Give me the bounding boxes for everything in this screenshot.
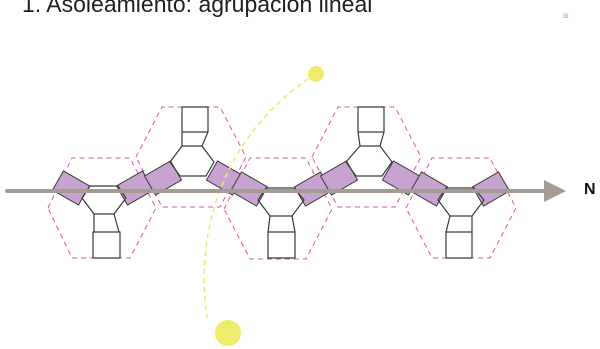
wall-line bbox=[267, 215, 271, 233]
sun-icon bbox=[308, 66, 324, 82]
square-wing bbox=[92, 231, 121, 259]
corner-mark-icon: ⊞ bbox=[563, 12, 569, 20]
wall-line bbox=[113, 213, 120, 233]
hex-plots bbox=[47, 106, 517, 260]
building bbox=[81, 185, 127, 259]
building bbox=[169, 106, 215, 177]
building-down-1 bbox=[51, 170, 155, 206]
building-up-2 bbox=[319, 160, 421, 196]
wing-blocks bbox=[51, 160, 511, 207]
square-wing bbox=[445, 231, 473, 259]
page-title: 1. Asoleamiento: agrupación lineal bbox=[22, 0, 373, 17]
hex-plot bbox=[223, 157, 333, 260]
wing-block bbox=[381, 160, 421, 196]
square-wing bbox=[181, 106, 209, 133]
wall-line bbox=[357, 131, 361, 147]
wing-block bbox=[319, 160, 359, 196]
hex-plot bbox=[47, 157, 157, 259]
building bbox=[345, 106, 393, 177]
sun-path bbox=[203, 73, 317, 319]
wall-line bbox=[291, 215, 296, 233]
north-arrow-head bbox=[544, 180, 566, 202]
building-outlines bbox=[81, 106, 485, 259]
hex-plot bbox=[405, 157, 517, 259]
wing-block bbox=[51, 170, 91, 206]
building-core bbox=[169, 145, 215, 177]
hex-plot bbox=[311, 106, 422, 208]
building bbox=[437, 187, 485, 259]
building-core bbox=[345, 145, 393, 177]
wall-line bbox=[379, 131, 385, 147]
building bbox=[257, 187, 305, 259]
wall-line bbox=[445, 215, 451, 233]
wing-block bbox=[143, 160, 183, 196]
square-wing bbox=[267, 231, 296, 259]
wall-line bbox=[201, 131, 209, 147]
sun-icon bbox=[215, 320, 241, 346]
hex-plot bbox=[135, 106, 247, 208]
north-label: N bbox=[584, 181, 596, 198]
square-wing bbox=[357, 106, 385, 133]
arrow-right-icon bbox=[5, 180, 566, 202]
